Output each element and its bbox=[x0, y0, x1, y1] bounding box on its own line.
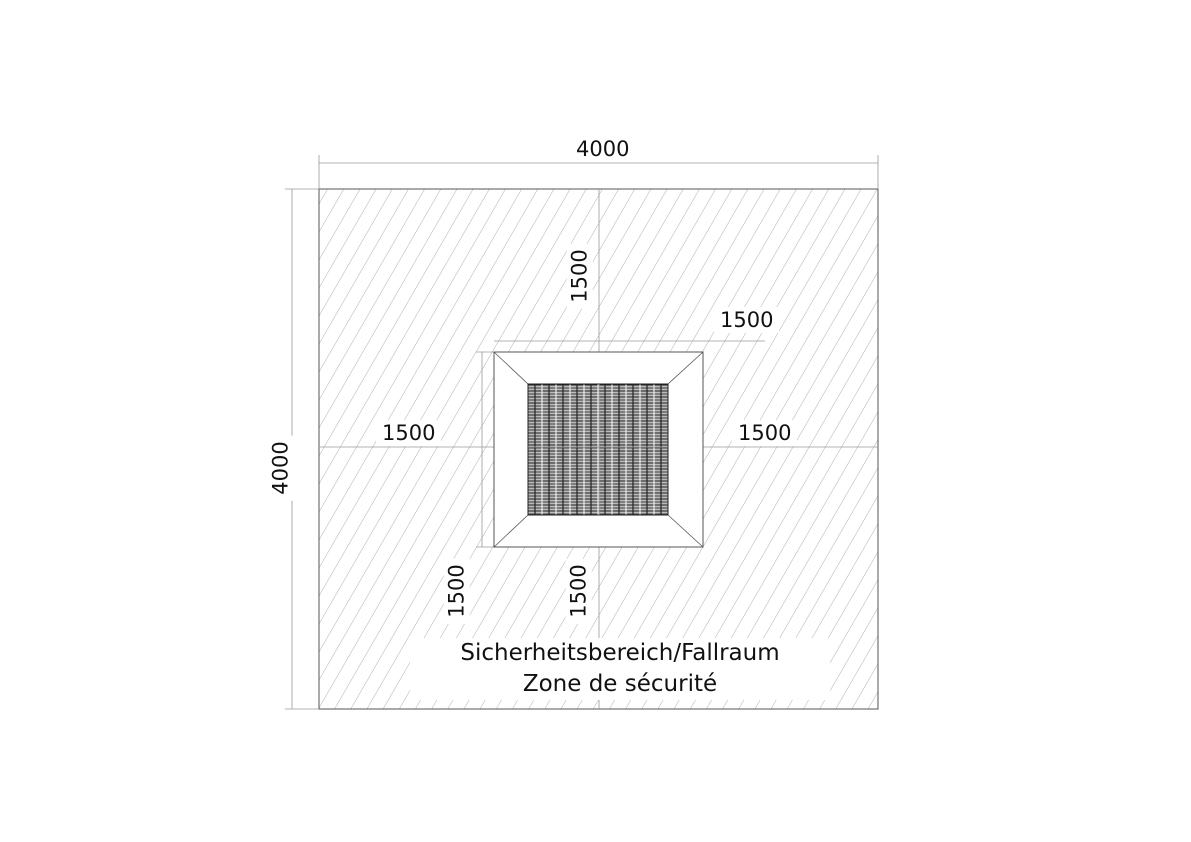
dim-left-clearance: 1500 bbox=[376, 420, 442, 446]
trampoline-mat bbox=[527, 383, 669, 516]
dim-frame-height: 1500 bbox=[443, 558, 470, 624]
dim-right-clearance: 1500 bbox=[732, 420, 798, 446]
trampoline bbox=[493, 351, 704, 548]
zone-label: Sicherheitsbereich/Fallraum Zone de sécu… bbox=[410, 638, 830, 700]
dim-frame-width: 1500 bbox=[714, 307, 780, 333]
dim-bottom-clearance: 1500 bbox=[565, 558, 592, 624]
dim-top-clearance: 1500 bbox=[566, 243, 593, 309]
zone-label-german: Sicherheitsbereich/Fallraum bbox=[460, 640, 780, 666]
dim-overall-width: 4000 bbox=[570, 136, 636, 162]
dim-overall-height: 4000 bbox=[267, 435, 294, 501]
zone-label-french: Zone de sécurité bbox=[522, 671, 718, 697]
